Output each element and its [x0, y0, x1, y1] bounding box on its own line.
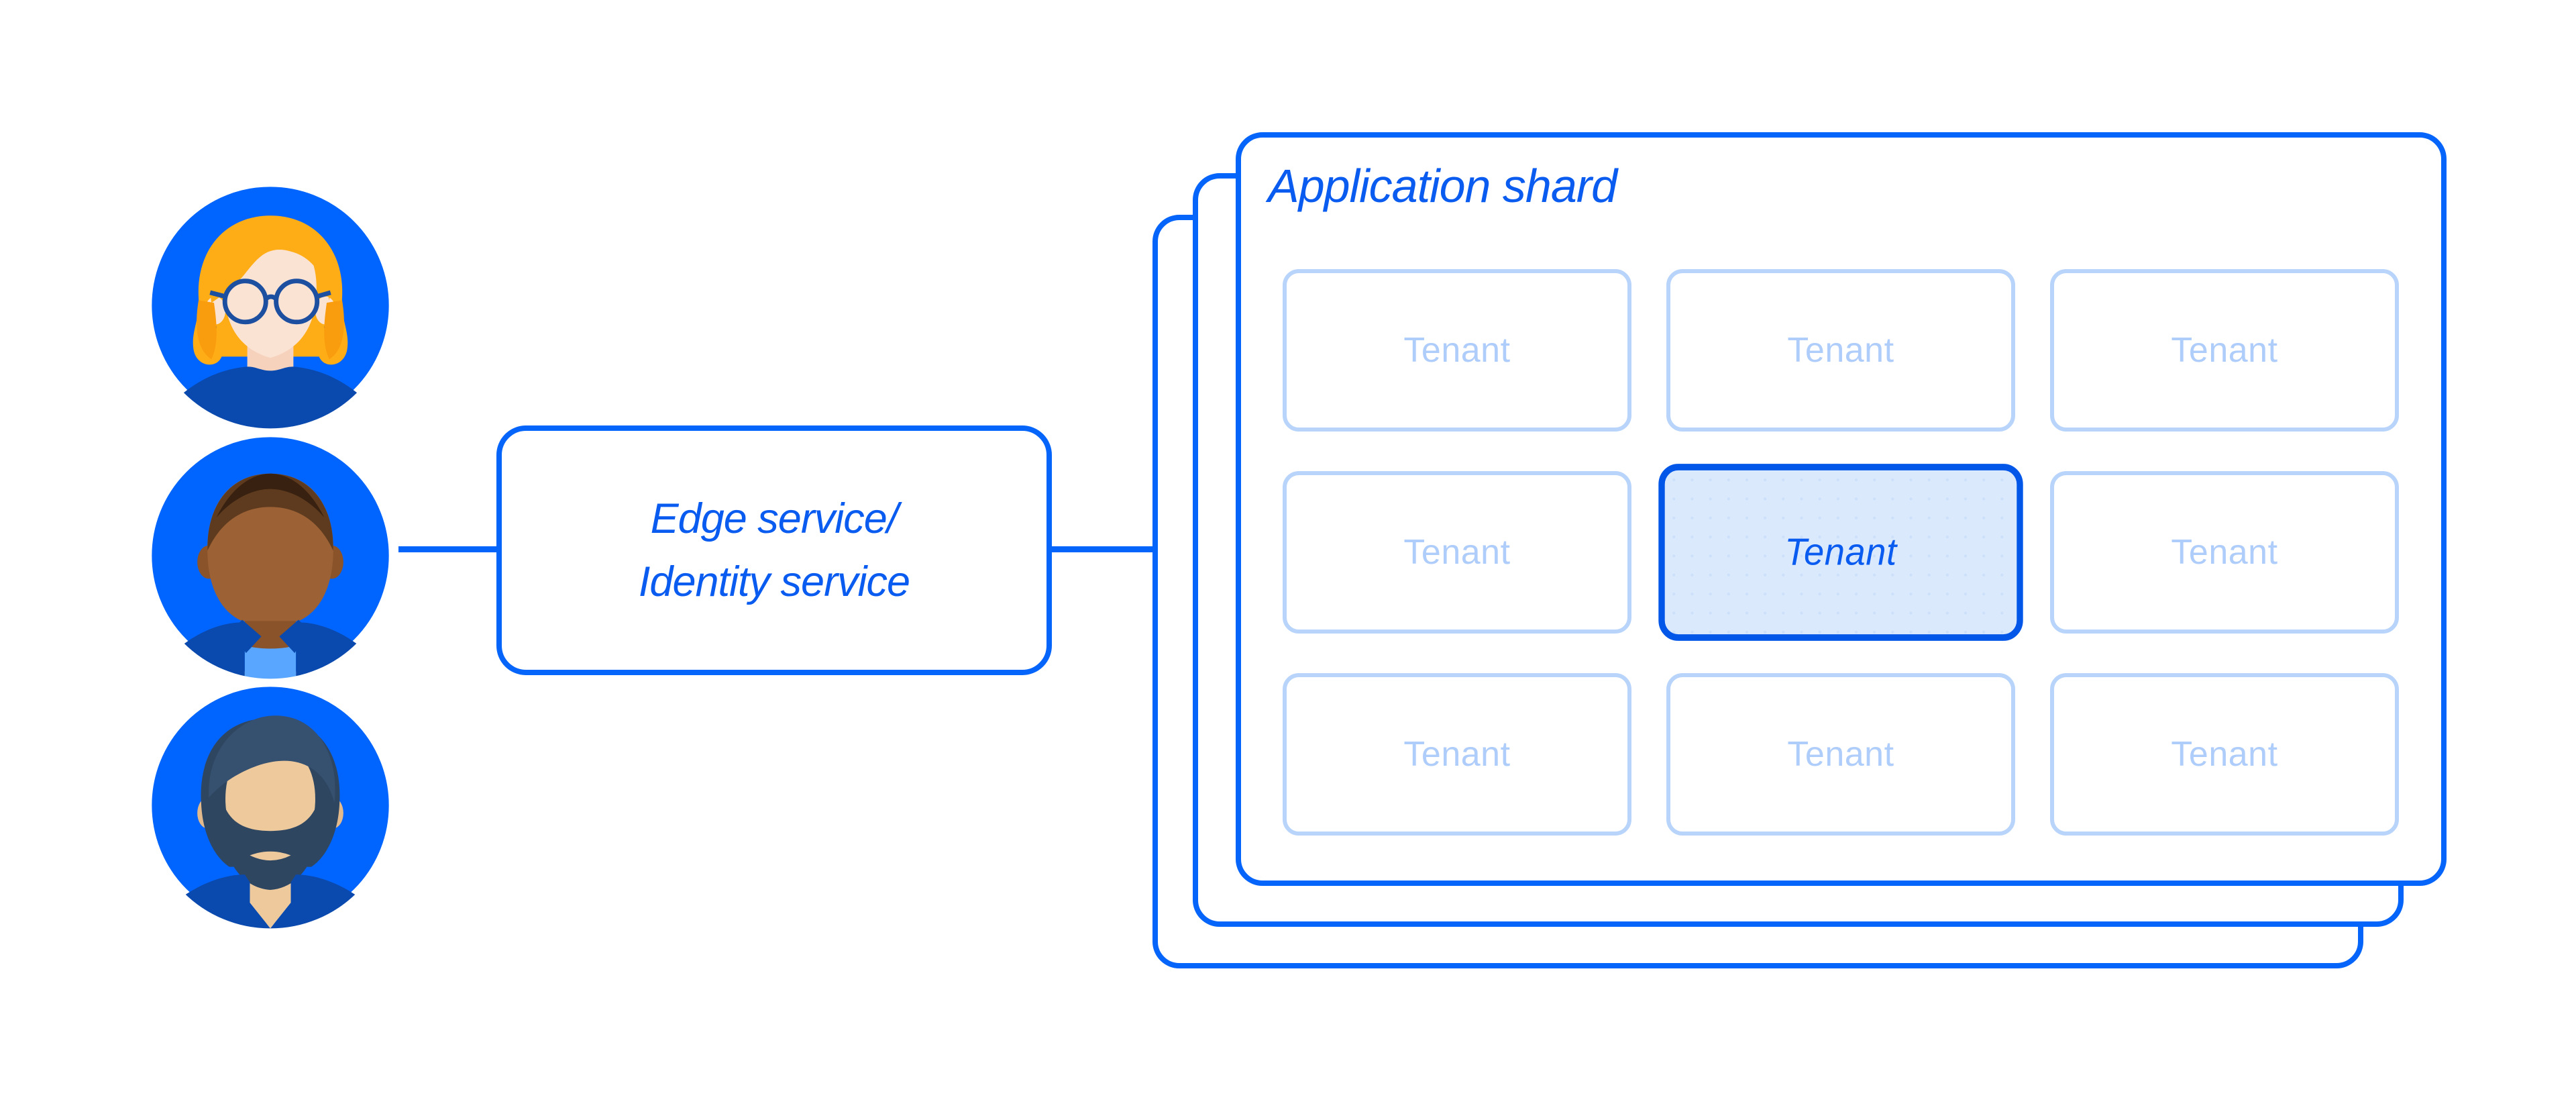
tenant-box: Tenant: [1666, 673, 2015, 836]
tenant-box: Tenant: [1666, 269, 2015, 432]
glasses: [209, 279, 331, 325]
avatar-woman-glasses: [142, 177, 398, 434]
connector-users-to-edge-service: [398, 546, 499, 552]
tenant-box: Tenant: [2050, 269, 2399, 432]
application-shard-title: Application shard: [1268, 160, 1617, 212]
hair-top: [216, 473, 325, 517]
hair-front: [210, 218, 331, 303]
hair-front: [209, 715, 335, 803]
avatar-man-beard: [142, 677, 398, 934]
connector-edge-service-to-shard: [1049, 546, 1155, 552]
edge-service-label-line1: Edge service/: [650, 495, 899, 542]
tenant-box-highlighted: Tenant: [1658, 464, 2023, 641]
tenant-box: Tenant: [1283, 471, 1631, 634]
mouth: [250, 851, 291, 861]
tenant-box: Tenant: [2050, 471, 2399, 634]
hair-lock-right: [324, 300, 344, 360]
tenant-grid: Tenant Tenant Tenant Tenant Tenant Tenan…: [1283, 269, 2399, 836]
hair-lock-left: [197, 300, 217, 360]
collar-flap-right: [279, 619, 309, 654]
woman-avatar-illustration: [142, 177, 398, 434]
edge-identity-service-box: Edge service/ Identity service: [496, 425, 1052, 675]
edge-service-label-line2: Identity service: [638, 558, 910, 605]
application-shard-card: Application shard Tenant Tenant Tenant T…: [1236, 132, 2447, 886]
tenant-box: Tenant: [1283, 269, 1631, 432]
collar-flap-left: [231, 619, 262, 654]
tenant-box: Tenant: [2050, 673, 2399, 836]
bearded-man-avatar-illustration: [142, 677, 398, 934]
man-avatar-illustration: [142, 428, 398, 684]
tenant-box: Tenant: [1283, 673, 1631, 836]
beard: [221, 797, 320, 891]
avatar-man: [142, 428, 398, 684]
